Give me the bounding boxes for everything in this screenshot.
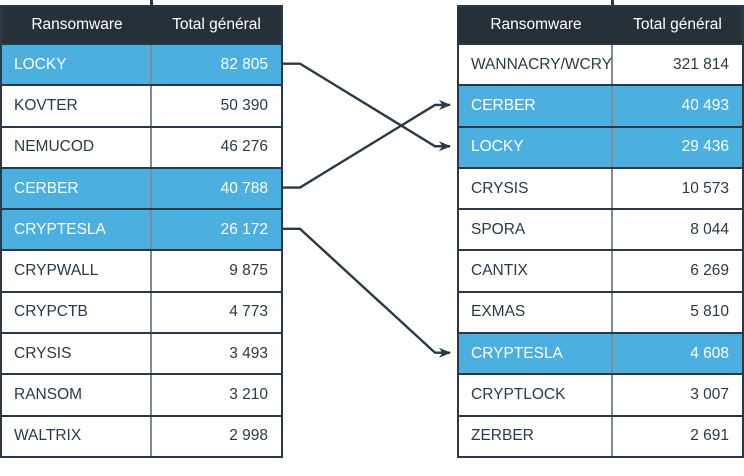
ransomware-name-cell: CRYPTLOCK: [459, 375, 613, 415]
ransomware-name-cell: WANNACRY/WCRY: [459, 45, 613, 85]
total-value-cell: 40 788: [220, 179, 268, 197]
table-row: WANNACRY/WCRY 321 814: [459, 43, 742, 85]
ransomware-name-cell: CRYSIS: [459, 168, 613, 209]
ransomware-name-cell: CANTIX: [459, 251, 613, 291]
ransomware-name-cell: NEMUCOD: [2, 127, 152, 167]
ransomware-name-cell: CRYPWALL: [2, 251, 152, 291]
ransomware-name-cell: CERBER: [459, 86, 613, 126]
column-divider-tick: [611, 0, 614, 6]
ransomware-name-cell: CRYSIS: [2, 334, 152, 374]
ransomware-name-cell: CRYPTESLA: [2, 210, 152, 250]
total-value-cell: 2 998: [229, 427, 268, 445]
total-value-cell: 9 875: [229, 262, 268, 280]
table-row: LOCKY 82 805: [2, 43, 281, 85]
table-row: CRYSIS 10 573: [459, 166, 742, 209]
total-value-cell: 50 390: [220, 96, 268, 114]
table-row: CERBER 40 493: [459, 84, 742, 126]
table-row: CRYSIS 3 493: [2, 332, 281, 374]
ransomware-name-cell: CRYPCTB: [2, 292, 152, 333]
ransomware-name-cell: LOCKY: [459, 127, 613, 167]
total-value-cell: 2 691: [690, 427, 729, 445]
total-value-cell: 5 810: [690, 303, 729, 321]
table-row: CRYPTESLA 4 608: [459, 332, 742, 374]
ransomware-name-cell: ZERBER: [459, 416, 613, 456]
ransomware-table-before: Ransomware Total général LOCKY 82 805 KO…: [0, 5, 283, 458]
rank-change-arrow: [283, 227, 451, 358]
total-value-cell: 46 276: [220, 138, 268, 156]
ransomware-name-cell: LOCKY: [2, 45, 152, 85]
ransomware-name-cell: EXMAS: [459, 292, 613, 333]
column-divider-tick: [150, 0, 153, 6]
table-row: KOVTER 50 390: [2, 84, 281, 126]
table-row: CRYPTESLA 26 172: [2, 208, 281, 250]
table-row: WALTRIX 2 998: [2, 414, 281, 456]
table-row: CRYPTLOCK 3 007: [459, 373, 742, 415]
total-value-cell: 3 007: [690, 386, 729, 404]
table-row: LOCKY 29 436: [459, 125, 742, 167]
column-header-total: Total général: [633, 16, 722, 33]
table-row: CRYPCTB 4 773: [2, 290, 281, 333]
ransomware-name-cell: WALTRIX: [2, 416, 152, 456]
total-value-cell: 4 773: [229, 303, 268, 321]
ransomware-name-cell: SPORA: [459, 210, 613, 250]
ransomware-name-cell: CERBER: [2, 168, 152, 209]
total-value-cell: 26 172: [220, 220, 268, 238]
table-row: CERBER 40 788: [2, 166, 281, 209]
table-row: EXMAS 5 810: [459, 290, 742, 333]
total-value-cell: 6 269: [690, 262, 729, 280]
ransomware-table-after: Ransomware Total général WANNACRY/WCRY 3…: [457, 5, 744, 458]
column-header-total: Total général: [172, 16, 261, 33]
ransomware-name-cell: RANSOM: [2, 375, 152, 415]
table-row: CANTIX 6 269: [459, 249, 742, 291]
table-row: NEMUCOD 46 276: [2, 125, 281, 167]
table-header: Ransomware Total général: [2, 7, 281, 43]
ransomware-name-cell: CRYPTESLA: [459, 334, 613, 374]
total-value-cell: 10 573: [681, 179, 729, 197]
table-body: LOCKY 82 805 KOVTER 50 390 NEMUCOD 46 27…: [2, 43, 281, 456]
total-value-cell: 8 044: [690, 220, 729, 238]
column-header-ransomware: Ransomware: [490, 16, 582, 33]
total-value-cell: 3 210: [229, 386, 268, 404]
total-value-cell: 40 493: [681, 96, 729, 114]
total-value-cell: 3 493: [229, 344, 268, 362]
rank-change-arrow: [283, 62, 451, 152]
total-value-cell: 4 608: [690, 344, 729, 362]
rank-change-arrow: [283, 99, 451, 189]
total-value-cell: 321 814: [672, 55, 729, 73]
table-header: Ransomware Total général: [459, 7, 742, 43]
ransomware-name-cell: KOVTER: [2, 86, 152, 126]
table-row: CRYPWALL 9 875: [2, 249, 281, 291]
total-value-cell: 29 436: [681, 138, 729, 156]
table-body: WANNACRY/WCRY 321 814 CERBER 40 493 LOCK…: [459, 43, 742, 456]
column-header-ransomware: Ransomware: [31, 16, 123, 33]
table-row: ZERBER 2 691: [459, 414, 742, 456]
table-row: RANSOM 3 210: [2, 373, 281, 415]
total-value-cell: 82 805: [220, 55, 268, 73]
table-row: SPORA 8 044: [459, 208, 742, 250]
